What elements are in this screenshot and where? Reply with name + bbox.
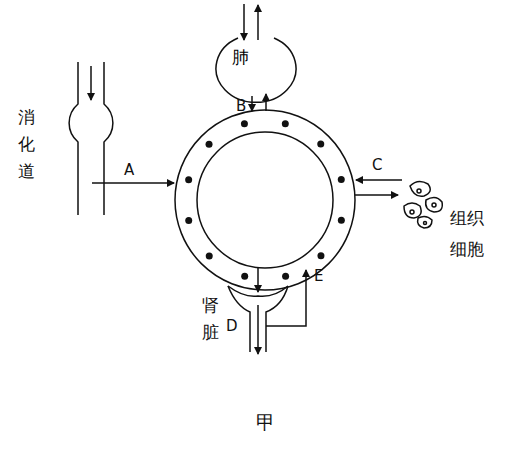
letter-label: E [314, 268, 323, 285]
tract-left [69, 62, 78, 215]
kidney-top [228, 286, 288, 296]
tract-right [104, 62, 113, 215]
organ-label: 消化道 [18, 104, 35, 186]
arrow-to-kidney [257, 268, 259, 292]
organ-label: 肾脏 [202, 292, 219, 346]
arrow-a [92, 182, 174, 184]
air-out [257, 5, 259, 40]
tissue-cells [404, 181, 442, 228]
figure-caption: 甲 [256, 412, 275, 433]
tissue-label: 组织细胞 [450, 203, 485, 264]
arrow-c-out [355, 194, 398, 196]
arrow-lung [265, 94, 267, 111]
letter-label: A [124, 162, 134, 179]
lung-node: 肺 [232, 46, 249, 69]
vessel-inner [197, 132, 333, 268]
letter-label: D [226, 318, 238, 335]
lung-outline [216, 38, 296, 102]
arrow-c-in [356, 179, 402, 181]
ring-dots [185, 120, 345, 280]
food-arrow [90, 66, 92, 100]
urine-arrow [257, 305, 259, 354]
air-in [243, 4, 245, 40]
organ-name: 肺 [232, 46, 249, 69]
vessel-outer [175, 110, 355, 290]
arrow-e [266, 270, 306, 326]
letter-label: B [236, 98, 246, 115]
letter-label: C [372, 157, 382, 174]
arrow-b [251, 96, 253, 111]
